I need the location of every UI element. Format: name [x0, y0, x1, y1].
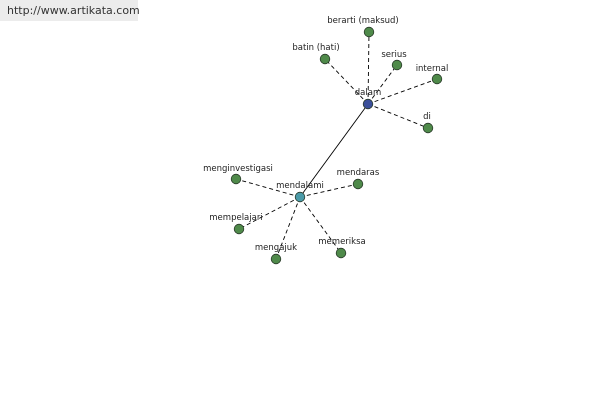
edge-mendalami-mempelajari: [238, 196, 301, 230]
edge-dalam-mendalami: [299, 103, 369, 198]
edge-dalam-di: [367, 103, 429, 129]
edge-dalam-serius: [367, 64, 398, 105]
node-mendalami[interactable]: [294, 191, 306, 203]
node-label-internal: internal: [416, 64, 449, 74]
node-dalam[interactable]: [362, 98, 374, 110]
node-label-memeriksa: memeriksa: [318, 237, 365, 247]
node-label-serius: serius: [381, 50, 407, 60]
node-label-mempelajari: mempelajari: [209, 213, 262, 223]
watermark-banner: http://www.artikata.com: [0, 0, 140, 21]
node-label-di: di: [423, 112, 431, 122]
watermark-text: http://www.artikata.com: [7, 4, 140, 17]
node-berarti[interactable]: [363, 26, 375, 38]
node-di[interactable]: [422, 122, 434, 134]
node-memeriksa[interactable]: [335, 247, 347, 259]
node-internal[interactable]: [431, 73, 443, 85]
node-serius[interactable]: [391, 59, 403, 71]
node-label-dalam: dalam: [355, 88, 381, 98]
edge-dalam-berarti: [367, 31, 370, 105]
node-label-batin: batin (hati): [292, 43, 339, 53]
graph-edges: [235, 31, 438, 260]
node-mempelajari[interactable]: [233, 223, 245, 235]
node-label-berarti: berarti (maksud): [327, 16, 398, 26]
node-label-mendalami: mendalami: [276, 181, 324, 191]
edge-mendalami-mendaras: [299, 183, 359, 198]
edge-mendalami-memeriksa: [299, 196, 342, 254]
node-label-menginvestigasi: menginvestigasi: [203, 164, 273, 174]
edge-dalam-internal: [367, 78, 438, 105]
node-mengajuk[interactable]: [270, 253, 282, 265]
node-label-mengajuk: mengajuk: [255, 243, 297, 253]
node-batin[interactable]: [319, 53, 331, 65]
graph-labels: dalam mendalami berarti (maksud) batin (hat…: [203, 16, 448, 253]
edge-dalam-batin: [324, 58, 369, 105]
graph-nodes: [230, 26, 443, 265]
node-mendaras[interactable]: [352, 178, 364, 190]
node-menginvestigasi[interactable]: [230, 173, 242, 185]
node-label-mendaras: mendaras: [337, 168, 380, 178]
